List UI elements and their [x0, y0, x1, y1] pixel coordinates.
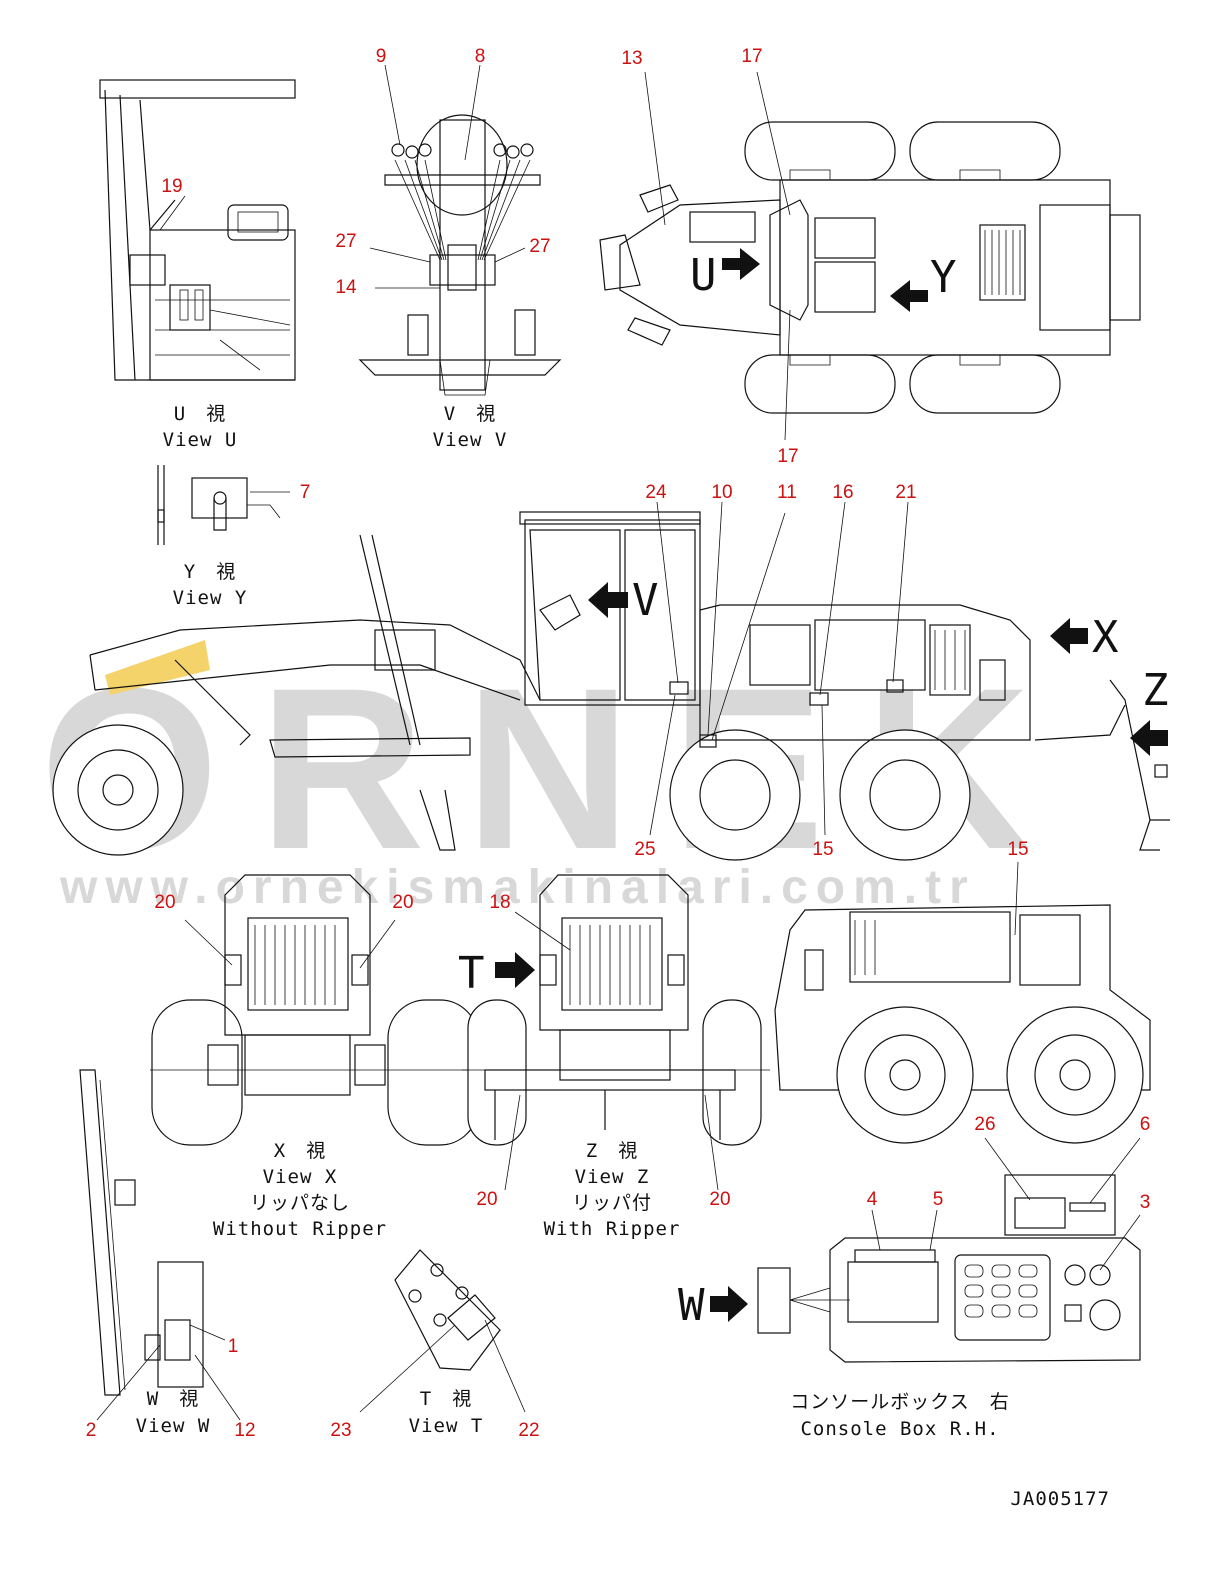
view-x-drawing: [150, 874, 480, 1146]
callout-12: 12: [234, 1420, 255, 1441]
callout-14: 14: [335, 277, 357, 298]
view-t-caption-jp: T 視: [420, 1388, 472, 1410]
view-y-caption-jp: Y 視: [184, 561, 236, 583]
view-z-arrow-label: Z: [1142, 665, 1169, 716]
view-u-arrow: U: [690, 248, 760, 301]
view-x-caption-jp2: リッパなし: [250, 1192, 350, 1214]
callout-9: 9: [376, 46, 387, 67]
callout-26: 26: [974, 1114, 995, 1135]
callout-15-side: 15: [812, 839, 833, 860]
view-v-caption-jp: V 視: [444, 403, 496, 425]
callout-3: 3: [1140, 1192, 1151, 1213]
view-z-caption-jp2: リッパ付: [572, 1192, 652, 1214]
view-x-caption-en2: Without Ripper: [213, 1218, 387, 1240]
console-box-caption-en: Console Box R.H.: [800, 1418, 999, 1440]
drawing-number: JA005177: [1010, 1488, 1110, 1510]
view-t-arrow: T: [458, 948, 535, 999]
callout-27-right: 27: [529, 236, 550, 257]
callout-20-z-right: 20: [709, 1189, 730, 1210]
callout-6: 6: [1140, 1114, 1151, 1135]
callout-24: 24: [645, 482, 667, 503]
callout-18: 18: [489, 892, 510, 913]
view-u-arrow-label: U: [690, 250, 717, 301]
view-w-drawing: [79, 1069, 204, 1396]
callout-17-bottom: 17: [777, 446, 798, 467]
callout-17-top: 17: [741, 46, 762, 67]
view-y-arrow-label: Y: [930, 252, 957, 303]
callout-20-z-left: 20: [476, 1189, 497, 1210]
callout-2: 2: [86, 1420, 97, 1441]
top-view-drawing: [599, 121, 1141, 414]
view-v-arrow: V: [588, 575, 659, 626]
callout-23: 23: [330, 1420, 351, 1441]
side-view-drawing: [52, 511, 1170, 861]
callout-27-left: 27: [335, 231, 356, 252]
callout-19: 19: [161, 176, 182, 197]
callout-5: 5: [933, 1189, 944, 1210]
view-z-caption-en: View Z: [575, 1166, 650, 1188]
view-v-drawing: [358, 114, 562, 396]
callout-13: 13: [621, 48, 642, 69]
view-t-arrow-label: T: [458, 948, 485, 999]
callout-4: 4: [867, 1189, 878, 1210]
callout-16: 16: [832, 482, 853, 503]
callout-22: 22: [518, 1420, 539, 1441]
callout-20-x-left: 20: [154, 892, 175, 913]
view-v-caption-en: View V: [433, 429, 508, 451]
callout-11: 11: [777, 482, 797, 503]
callout-15-rear: 15: [1007, 839, 1028, 860]
view-v-arrow-label: V: [632, 575, 659, 626]
view-x-arrow: X: [1050, 612, 1119, 663]
callout-25: 25: [634, 839, 655, 860]
callout-1: 1: [228, 1336, 239, 1357]
callout-8: 8: [475, 46, 486, 67]
callout-10: 10: [711, 482, 732, 503]
view-y-arrow: Y: [890, 252, 957, 312]
view-z-caption-jp: Z 視: [586, 1140, 638, 1162]
view-x-arrow-label: X: [1092, 612, 1119, 663]
view-w-caption-en: View W: [136, 1415, 211, 1437]
view-x-caption-en: View X: [263, 1166, 338, 1188]
view-z-caption-en2: With Ripper: [544, 1218, 681, 1240]
console-box-caption-jp: コンソールボックス 右: [790, 1391, 1009, 1413]
console-box-drawing: [757, 1174, 1141, 1363]
view-w-caption-jp: W 視: [147, 1388, 199, 1410]
callout-21: 21: [895, 482, 916, 503]
watermark-url: www.ornekismakinalari.com.tr: [59, 861, 976, 914]
callout-20-x-right: 20: [392, 892, 413, 913]
callout-7: 7: [300, 482, 311, 503]
view-u-caption-jp: U 視: [174, 403, 226, 425]
view-x-caption-jp: X 視: [274, 1140, 326, 1162]
view-u-drawing: [99, 79, 296, 381]
view-y-caption-en: View Y: [173, 587, 248, 609]
view-t-caption-en: View T: [409, 1415, 484, 1437]
view-t-drawing: [394, 1249, 501, 1371]
view-z-arrow: Z: [1130, 665, 1169, 756]
view-w-arrow-label: W: [678, 1280, 705, 1331]
view-u-caption-en: View U: [163, 429, 238, 451]
view-z-drawing: [462, 874, 770, 1146]
view-w-arrow: W: [678, 1280, 748, 1331]
rear-three-quarter-drawing: [774, 904, 1151, 1144]
view-y-drawing: [157, 465, 281, 545]
